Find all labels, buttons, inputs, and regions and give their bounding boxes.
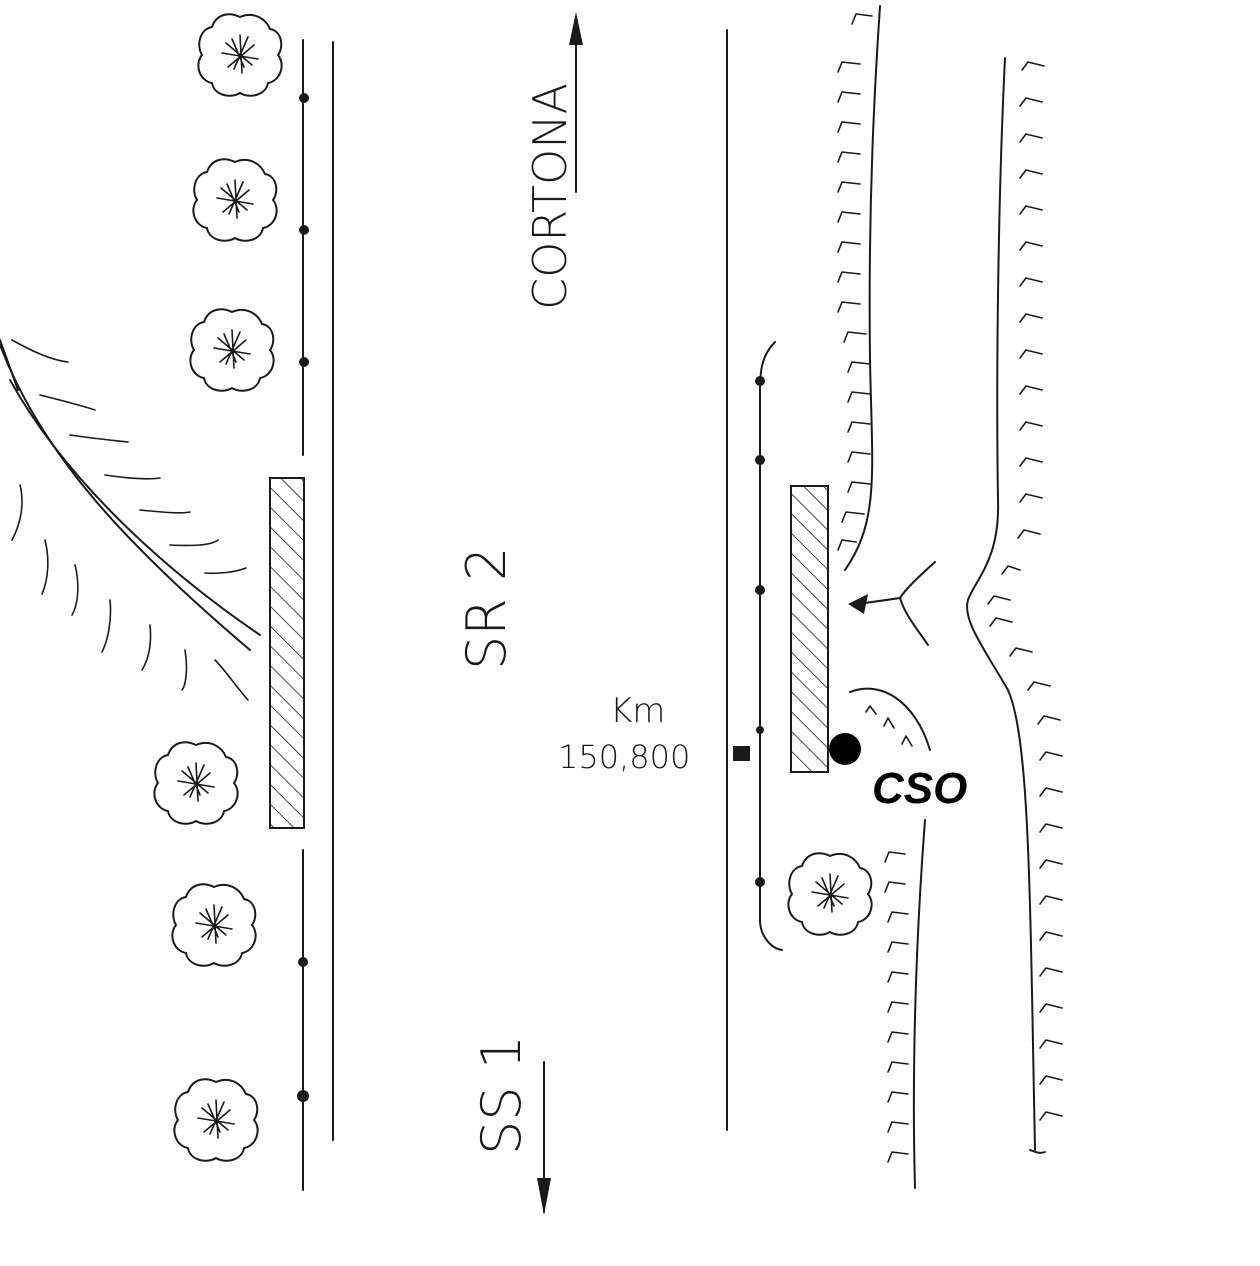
right-curb: [755, 341, 829, 951]
cso-point: CSO: [829, 687, 967, 813]
pole-dot-icon: [755, 585, 765, 595]
pole-dot-icon: [755, 455, 765, 465]
tree-icon: [189, 308, 275, 392]
right-hatched-building: [790, 485, 829, 773]
cortona-direction: CORTONA: [523, 12, 583, 310]
ss1-label: SS 1: [470, 1035, 533, 1155]
bank-ticks: [837, 13, 1063, 1163]
tree-icon: [171, 883, 257, 967]
pole-dot-icon: [297, 1090, 309, 1102]
km-label: Km: [610, 691, 665, 731]
pole-dot-icon: [755, 877, 765, 887]
pole-dot-icon: [298, 957, 308, 967]
ss1-direction: SS 1: [470, 1035, 551, 1215]
km-marker: Km 150,800: [558, 691, 750, 776]
left-hatched-building: [269, 477, 305, 829]
pole-dot-icon: [299, 93, 309, 103]
arrow-left-icon: [848, 594, 868, 614]
left-road: [269, 39, 334, 1191]
pole-dot-icon: [299, 225, 309, 235]
pole-dot-icon: [299, 357, 309, 367]
km-marker-icon: [733, 746, 750, 761]
km-value: 150,800: [558, 738, 690, 776]
pole-dot-icon: [756, 726, 764, 734]
cso-dot-icon: [829, 733, 861, 765]
sr2-label: SR 2: [455, 547, 518, 670]
tree-icon: [173, 1078, 259, 1162]
tree-icon: [197, 13, 283, 97]
river: [844, 5, 1046, 1189]
access-arrow: [848, 561, 936, 646]
cso-label: CSO: [872, 764, 967, 813]
tree-icon: [787, 852, 873, 936]
tree-icon: [153, 741, 239, 825]
cortona-label: CORTONA: [523, 83, 577, 310]
left-trees: [153, 13, 283, 1162]
pole-dot-icon: [755, 376, 765, 386]
tree-icon: [192, 158, 278, 242]
left-stream: [0, 339, 261, 701]
